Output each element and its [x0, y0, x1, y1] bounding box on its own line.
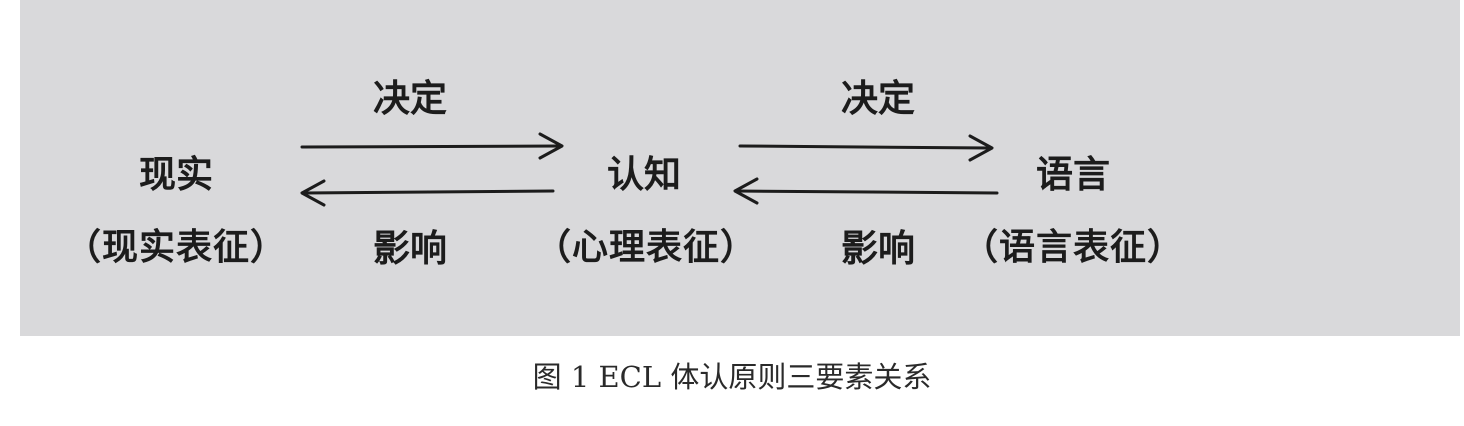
arrow-cognition-to-reality: [300, 179, 555, 207]
edge-label-cognition-to-language: 决定: [841, 77, 915, 120]
edge-label-language-to-cognition: 影响: [841, 227, 915, 270]
node-cognition-label: 认知: [607, 153, 681, 196]
arrow-language-to-cognition: [733, 177, 999, 205]
node-reality-sub: （现实表征）: [64, 227, 288, 268]
diagram-panel: [20, 0, 1460, 336]
node-cognition-sub: （心理表征）: [534, 227, 758, 268]
arrow-reality-to-cognition: [300, 132, 564, 160]
node-language-label: 语言: [1036, 153, 1110, 196]
edge-label-reality-to-cognition: 决定: [373, 77, 447, 120]
arrow-cognition-to-language: [738, 134, 994, 162]
figure-caption: 图 1 ECL 体认原则三要素关系: [532, 360, 932, 394]
node-language-sub: （语言表征）: [961, 227, 1185, 268]
edge-label-cognition-to-reality: 影响: [373, 227, 447, 270]
node-reality-label: 现实: [139, 153, 213, 196]
